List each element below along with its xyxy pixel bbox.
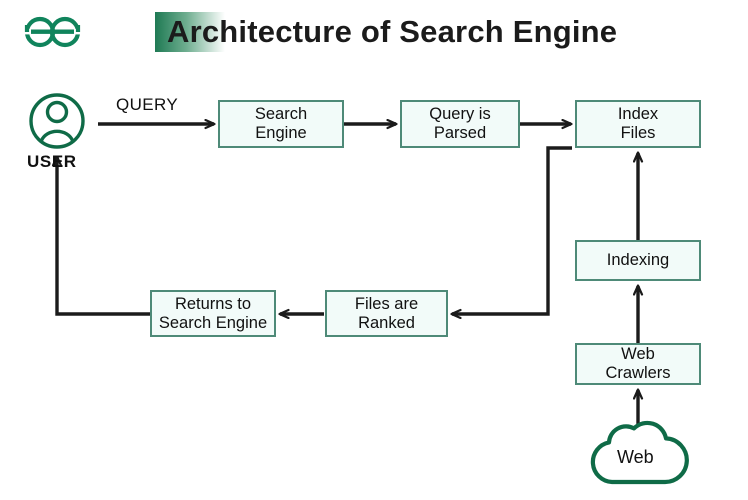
node-web-crawlers-label: Web Crawlers xyxy=(605,345,671,382)
node-files-are-ranked-label: Files are Ranked xyxy=(354,294,419,332)
node-files-are-ranked[interactable]: Files are Ranked xyxy=(325,290,448,337)
node-indexing-label: Indexing xyxy=(606,251,670,269)
edge-returns-to-user xyxy=(57,157,150,316)
node-query-is-parsed-label: Query is Parsed xyxy=(429,105,491,142)
edge-label-query: QUERY xyxy=(116,95,179,114)
page-title: Architecture of Search Engine xyxy=(167,14,618,49)
node-indexing[interactable]: Indexing xyxy=(575,240,701,281)
node-search-engine-label: Search Engine xyxy=(254,105,308,142)
edge-index-files-to-files-ranked xyxy=(452,146,572,314)
cloud-icon xyxy=(590,420,689,485)
node-query-is-parsed[interactable]: Query is Parsed xyxy=(400,100,520,148)
node-returns-to-search-engine-label: Returns to Search Engine xyxy=(158,294,268,332)
actor-web-label: Web xyxy=(617,447,654,467)
node-web-crawlers[interactable]: Web Crawlers xyxy=(575,343,701,385)
node-index-files[interactable]: Index Files xyxy=(575,100,701,148)
user-avatar-icon xyxy=(29,93,85,149)
node-returns-to-search-engine[interactable]: Returns to Search Engine xyxy=(150,290,276,337)
title-gradient-bar xyxy=(155,12,225,52)
node-index-files-label: Index Files xyxy=(617,105,659,142)
geeksforgeeks-logo-icon xyxy=(18,12,88,54)
header: Architecture of Search Engine xyxy=(0,0,748,70)
node-search-engine[interactable]: Search Engine xyxy=(218,100,344,148)
actor-user-label: USER xyxy=(27,152,77,171)
